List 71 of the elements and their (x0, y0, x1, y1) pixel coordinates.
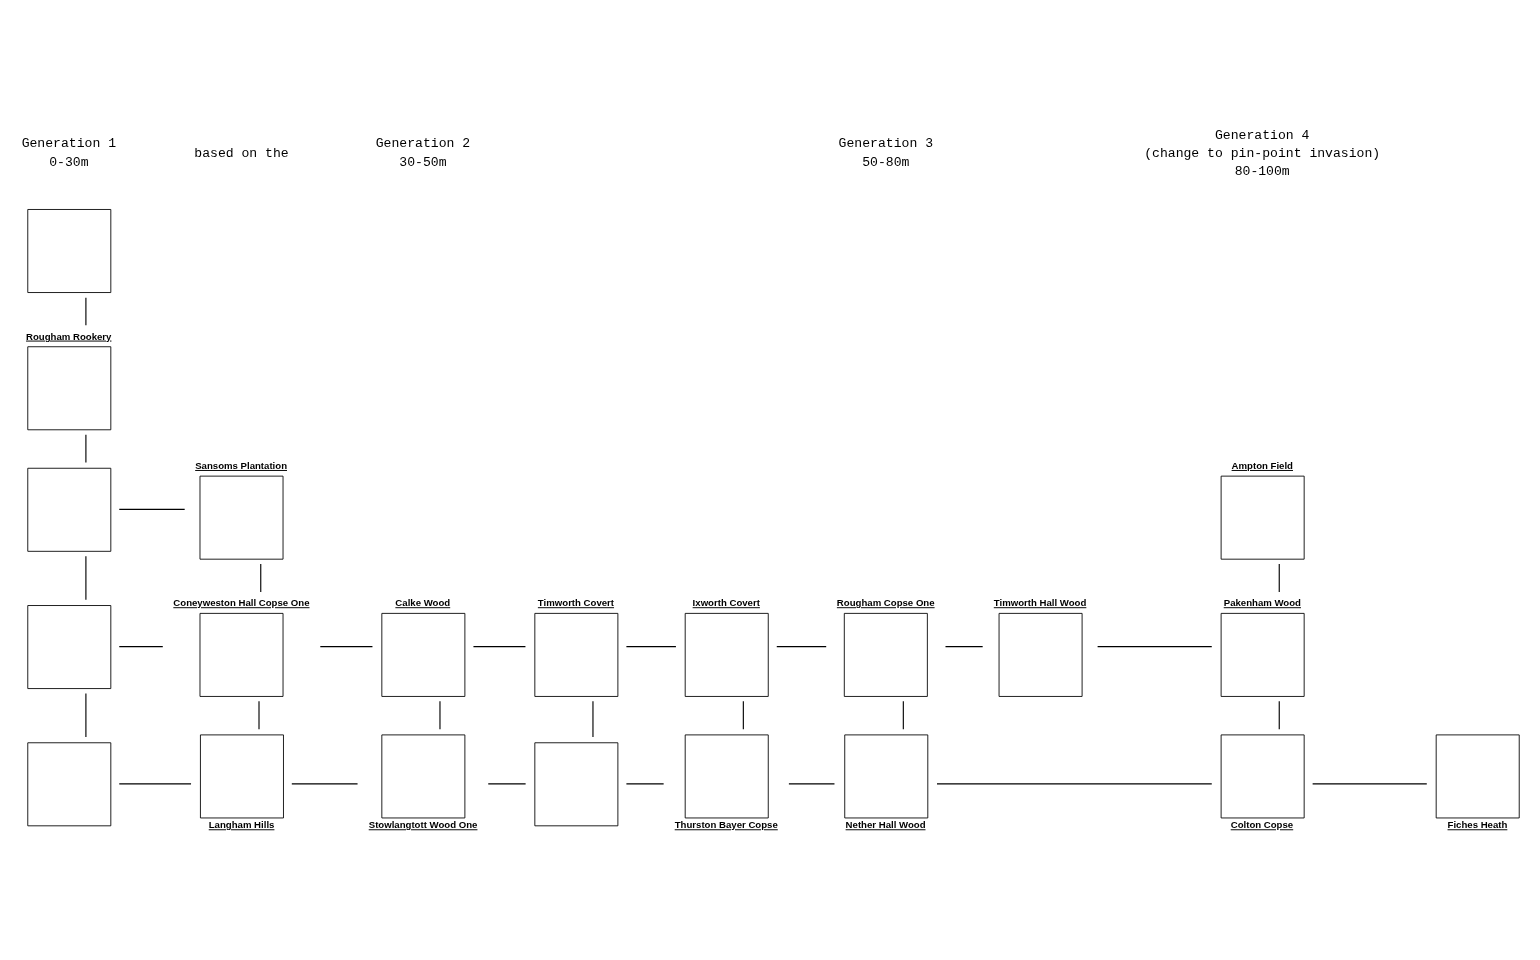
connector (118, 508, 186, 510)
connector (85, 692, 87, 738)
label: Generation 2 (375, 135, 471, 151)
connector (118, 782, 192, 784)
connector (85, 296, 87, 326)
connector (291, 782, 359, 784)
node-box (27, 741, 112, 826)
node-label: Thurston Bayer Copse (674, 818, 778, 830)
node-label: Ampton Field (1231, 459, 1293, 471)
connector (944, 645, 984, 647)
node-label: Timworth Covert (537, 596, 615, 608)
label: (change to pin-point invasion) (1144, 145, 1381, 161)
label: Generation 1 (21, 135, 117, 151)
connector (776, 645, 827, 647)
node-label: Ixworth Covert (692, 596, 760, 608)
node-label: Calke Wood (395, 596, 451, 608)
node-label: Rougham Copse One (836, 596, 935, 608)
connector (85, 555, 87, 600)
connector (625, 782, 665, 784)
node-label: Fiches Heath (1447, 818, 1508, 830)
node-box (199, 475, 284, 560)
node-box (27, 467, 112, 552)
node-label: Rougham Rookery (26, 330, 112, 342)
connector (936, 782, 1213, 784)
connector (1278, 562, 1280, 592)
node-box (27, 604, 112, 689)
node-box (27, 208, 112, 293)
connector (319, 645, 373, 647)
node-label: Coneyweston Hall Copse One (173, 596, 310, 608)
node-box (534, 741, 619, 826)
node-box (684, 612, 769, 697)
node-label: Timworth Hall Wood (993, 596, 1087, 608)
node-label: Nether Hall Wood (845, 818, 926, 830)
node-label: Stowlangtott Wood One (368, 818, 478, 830)
label: Generation 3 (838, 135, 934, 151)
connector (118, 645, 164, 647)
node-box (684, 733, 769, 818)
connector (1097, 645, 1213, 647)
node-box (534, 612, 619, 697)
connector (902, 700, 904, 730)
label: based on the (194, 145, 289, 161)
node-box (1220, 475, 1305, 560)
node-box (200, 733, 284, 818)
connector (472, 645, 527, 647)
connector (788, 782, 836, 784)
label: 30-50m (399, 154, 447, 170)
connector (487, 782, 527, 784)
node-box (1220, 733, 1305, 818)
node-label: Pakenham Wood (1223, 596, 1301, 608)
node-label: Sansoms Plantation (195, 459, 288, 471)
connector (625, 645, 677, 647)
connector (1312, 782, 1428, 784)
node-box (843, 612, 928, 697)
connector (1278, 700, 1280, 730)
node-box (199, 612, 284, 697)
node-box (27, 345, 112, 430)
label: 0-30m (49, 154, 89, 170)
node-label: Colton Copse (1230, 818, 1294, 830)
label: 50-80m (862, 154, 910, 170)
connector (85, 433, 87, 463)
node-box (381, 733, 466, 818)
label: 80-100m (1234, 163, 1290, 179)
connector (742, 700, 744, 730)
node-label: Langham Hills (208, 818, 275, 830)
node-box (844, 733, 929, 818)
node-box (998, 612, 1083, 697)
node-box (1435, 733, 1520, 818)
label: Generation 4 (1214, 127, 1310, 143)
node-box (381, 612, 466, 697)
connector (260, 562, 262, 592)
node-box (1220, 612, 1305, 697)
